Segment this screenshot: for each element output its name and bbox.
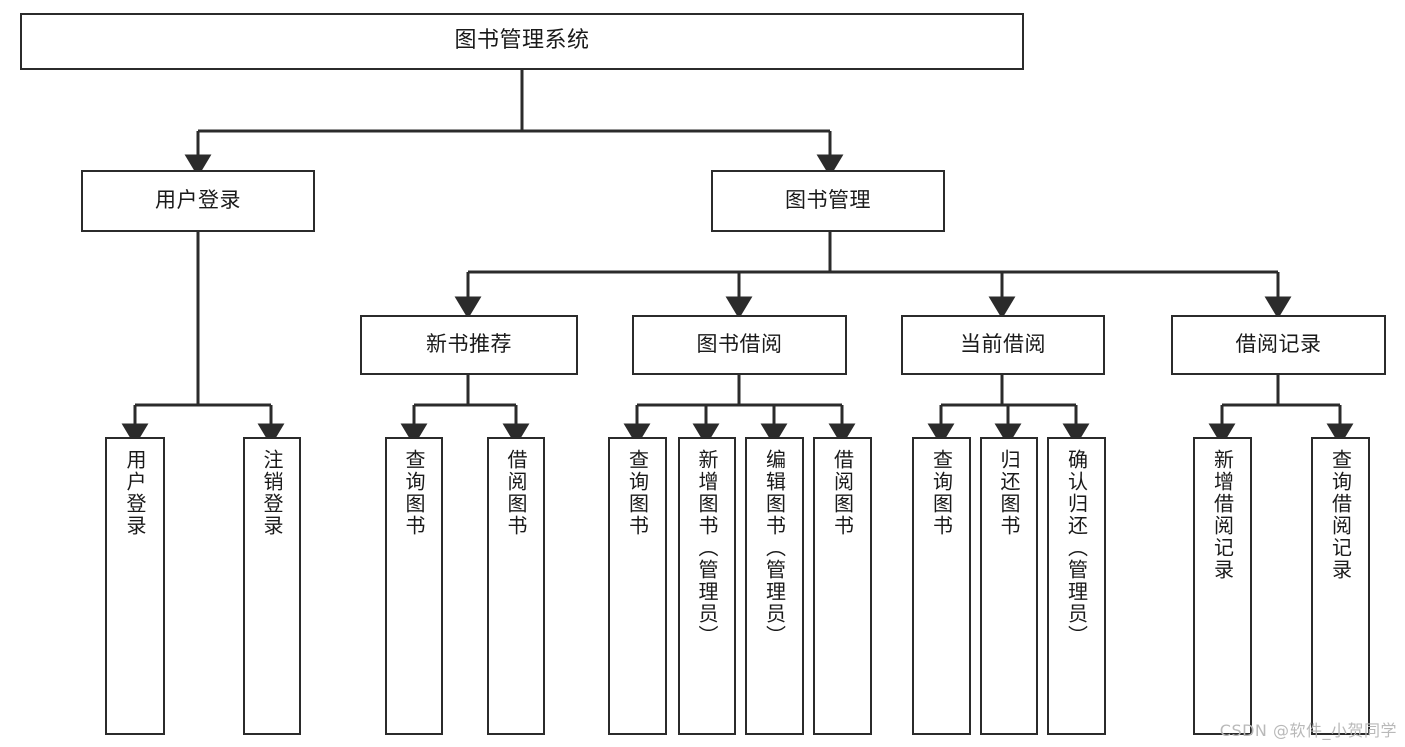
leaf-book-borrow-edit-book-admin[interactable]: 编辑图书（管理员） bbox=[745, 437, 804, 735]
leaf-borrow-record-query-record-label: 查询借阅记录 bbox=[1328, 449, 1353, 581]
node-user-login-label: 用户登录 bbox=[155, 188, 241, 213]
leaf-user-login-logout-label: 注销登录 bbox=[260, 449, 284, 537]
node-borrow-record[interactable]: 借阅记录 bbox=[1171, 315, 1386, 375]
leaf-book-borrow-query-book[interactable]: 查询图书 bbox=[608, 437, 667, 735]
leaf-current-borrow-query-book[interactable]: 查询图书 bbox=[912, 437, 971, 735]
leaf-new-book-borrow-book[interactable]: 借阅图书 bbox=[487, 437, 545, 735]
node-user-login[interactable]: 用户登录 bbox=[81, 170, 315, 232]
leaf-current-borrow-confirm-return-admin-label: 确认归还（管理员） bbox=[1064, 449, 1089, 647]
leaf-book-borrow-borrow-book-label: 借阅图书 bbox=[830, 449, 855, 537]
node-book-borrow-label: 图书借阅 bbox=[696, 332, 783, 357]
leaf-new-book-query-book-label: 查询图书 bbox=[402, 449, 426, 537]
leaf-new-book-borrow-book-label: 借阅图书 bbox=[504, 449, 528, 537]
leaf-book-borrow-add-book-admin-label: 新增图书（管理员） bbox=[695, 449, 719, 647]
leaf-current-borrow-confirm-return-admin[interactable]: 确认归还（管理员） bbox=[1047, 437, 1106, 735]
leaf-borrow-record-add-record[interactable]: 新增借阅记录 bbox=[1193, 437, 1252, 735]
node-root-label: 图书管理系统 bbox=[454, 28, 590, 54]
node-current-borrow[interactable]: 当前借阅 bbox=[901, 315, 1105, 375]
leaf-user-login-login[interactable]: 用户登录 bbox=[105, 437, 165, 735]
leaf-book-borrow-borrow-book[interactable]: 借阅图书 bbox=[813, 437, 872, 735]
leaf-book-borrow-add-book-admin[interactable]: 新增图书（管理员） bbox=[678, 437, 736, 735]
node-new-book-recommend[interactable]: 新书推荐 bbox=[360, 315, 578, 375]
node-new-book-recommend-label: 新书推荐 bbox=[426, 332, 512, 357]
leaf-current-borrow-query-book-label: 查询图书 bbox=[929, 449, 954, 537]
node-borrow-record-label: 借阅记录 bbox=[1235, 332, 1322, 357]
leaf-borrow-record-query-record[interactable]: 查询借阅记录 bbox=[1311, 437, 1370, 735]
node-root-book-management-system[interactable]: 图书管理系统 bbox=[20, 13, 1024, 70]
csdn-watermark: CSDN @软件_小贺同学 bbox=[1219, 721, 1397, 740]
leaf-current-borrow-return-book-label: 归还图书 bbox=[997, 449, 1021, 537]
leaf-current-borrow-return-book[interactable]: 归还图书 bbox=[980, 437, 1038, 735]
node-current-borrow-label: 当前借阅 bbox=[960, 332, 1046, 357]
leaf-book-borrow-edit-book-admin-label: 编辑图书（管理员） bbox=[762, 449, 787, 647]
node-book-management-label: 图书管理 bbox=[785, 188, 871, 213]
node-book-borrow[interactable]: 图书借阅 bbox=[632, 315, 847, 375]
leaf-user-login-logout[interactable]: 注销登录 bbox=[243, 437, 301, 735]
node-book-management[interactable]: 图书管理 bbox=[711, 170, 945, 232]
leaf-new-book-query-book[interactable]: 查询图书 bbox=[385, 437, 443, 735]
leaf-user-login-login-label: 用户登录 bbox=[123, 449, 147, 537]
leaf-book-borrow-query-book-label: 查询图书 bbox=[625, 449, 650, 537]
leaf-borrow-record-add-record-label: 新增借阅记录 bbox=[1210, 449, 1235, 581]
